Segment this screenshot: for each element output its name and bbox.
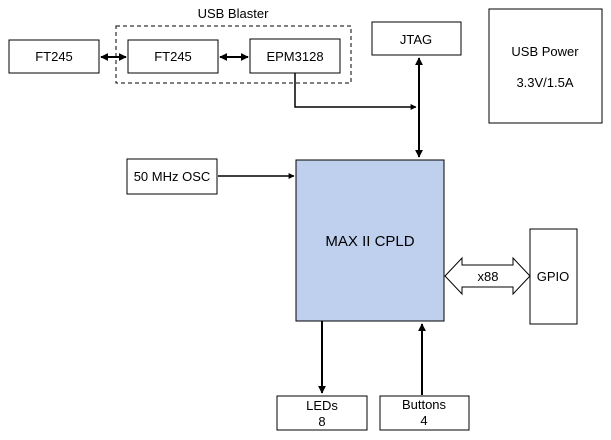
usb-blaster-label: USB Blaster bbox=[198, 6, 269, 21]
ft245-external-label: FT245 bbox=[35, 49, 73, 64]
ft245-internal-label: FT245 bbox=[154, 49, 192, 64]
oscillator-block: 50 MHz OSC bbox=[126, 158, 218, 195]
cpld-block: MAX II CPLD bbox=[295, 159, 445, 322]
ft245-external-block: FT245 bbox=[8, 39, 100, 74]
gpio-bus-arrow bbox=[444, 256, 531, 296]
epm3128-label: EPM3128 bbox=[266, 49, 323, 64]
leds-count: 8 bbox=[318, 414, 325, 429]
cpld-label: MAX II CPLD bbox=[325, 233, 414, 250]
ft245-internal-block: FT245 bbox=[127, 39, 219, 74]
leds-block: LEDs 8 bbox=[276, 395, 368, 431]
buttons-count: 4 bbox=[420, 413, 427, 428]
gpio-label: GPIO bbox=[537, 269, 570, 284]
epm3128-block: EPM3128 bbox=[249, 38, 341, 74]
gpio-block: GPIO bbox=[529, 228, 578, 325]
usb-power-title: USB Power bbox=[511, 44, 579, 59]
buttons-title: Buttons bbox=[402, 397, 447, 412]
jtag-block: JTAG bbox=[371, 21, 462, 56]
gpio-bus-label: x88 bbox=[478, 269, 499, 284]
usb-power-spec: 3.3V/1.5A bbox=[516, 75, 573, 90]
usb-power-block: USB Power 3.3V/1.5A bbox=[488, 8, 603, 124]
epm3128-jtag-line-arrow bbox=[294, 73, 417, 110]
buttons-block: Buttons 4 bbox=[379, 395, 470, 431]
oscillator-label: 50 MHz OSC bbox=[134, 169, 211, 184]
leds-title: LEDs bbox=[306, 398, 338, 413]
jtag-label: JTAG bbox=[400, 32, 432, 47]
